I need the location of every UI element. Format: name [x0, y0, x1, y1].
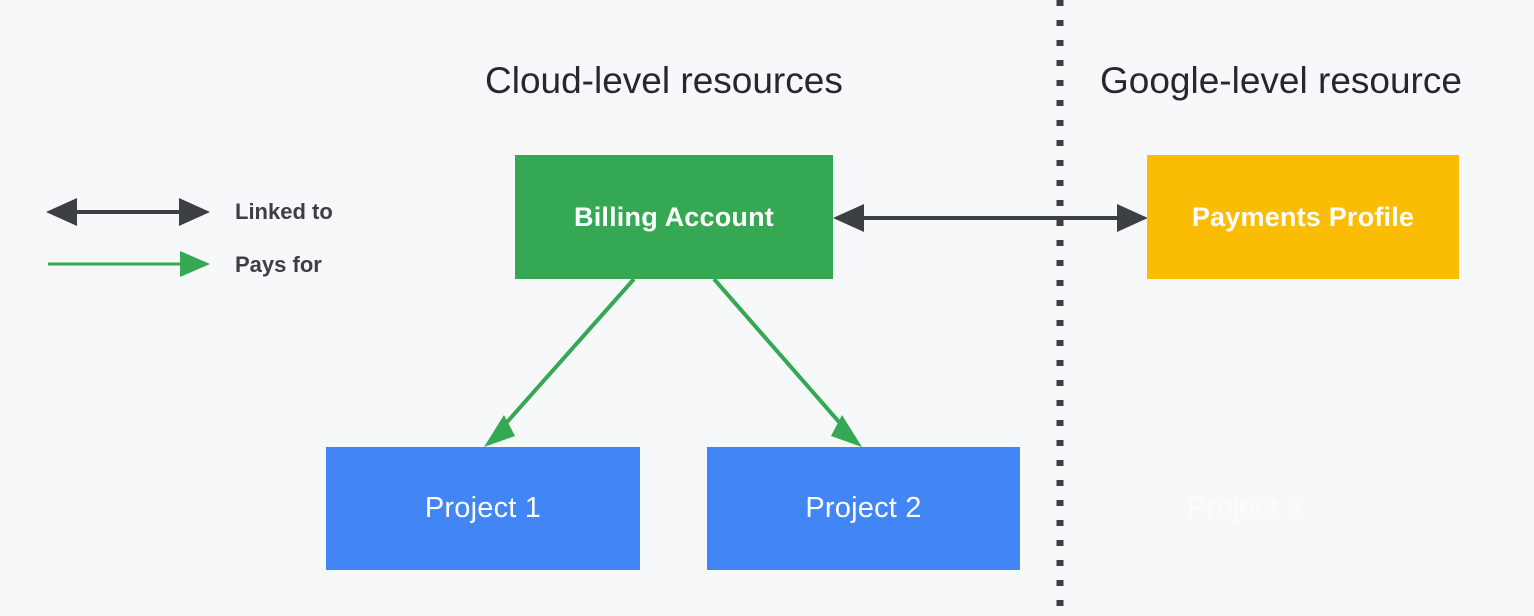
node-project-2-label: Project 2: [805, 492, 922, 524]
legend-label-pays-for: Pays for: [235, 252, 322, 277]
legend-label-linked-to: Linked to: [235, 199, 333, 224]
node-project-2[interactable]: Project 2: [707, 447, 1020, 570]
node-billing-account-label: Billing Account: [574, 201, 774, 232]
node-payments-profile[interactable]: Payments Profile: [1147, 155, 1459, 279]
node-project-1-label: Project 1: [424, 492, 542, 524]
node-billing-account[interactable]: Billing Account: [515, 155, 833, 279]
connector-billing-to-project-2: [712, 277, 862, 447]
connector-billing-to-payments: [833, 204, 1148, 232]
connector-billing-to-project-1: [484, 277, 636, 447]
legend-arrow-right-icon: [48, 251, 210, 277]
node-payments-profile-label: Payments Profile: [1191, 201, 1415, 232]
legend-double-arrow-icon: [46, 198, 210, 226]
node-project-1[interactable]: Project 1: [326, 447, 640, 570]
heading-cloud-level-resources: Cloud-level resources: [485, 60, 843, 101]
node-project-3-label: Project 3: [1186, 492, 1304, 524]
node-project-3: Project 3: [1147, 447, 1343, 570]
heading-google-level-resource: Google-level resource: [1100, 60, 1462, 101]
